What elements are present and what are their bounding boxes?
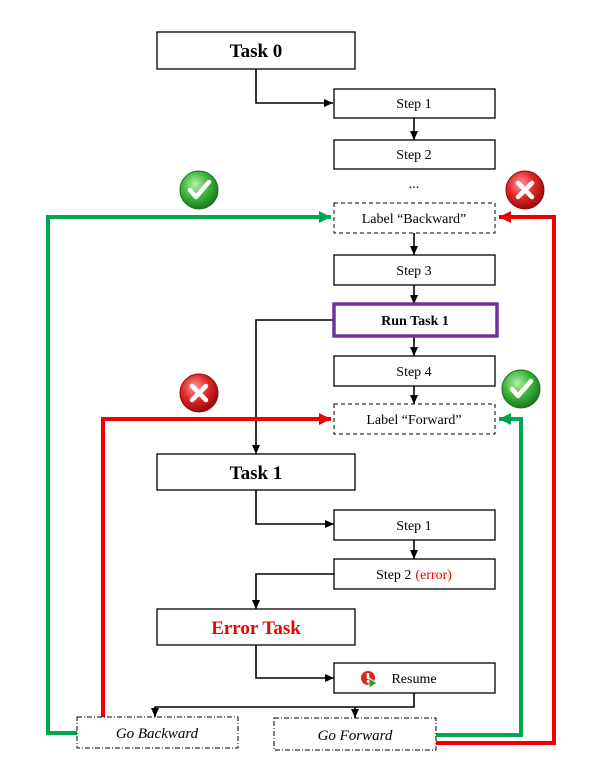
task1-step1-box: Step 1 xyxy=(333,509,496,541)
task1-step2-text: Step 2 xyxy=(376,568,411,583)
go-forward-success-line xyxy=(436,413,523,737)
task1-step1-label: Step 1 xyxy=(396,519,431,534)
task1-box: Task 1 xyxy=(156,453,356,491)
cross-icon xyxy=(179,373,219,413)
go-forward-label: Go Forward xyxy=(318,728,393,744)
go-forward-failure-line xyxy=(436,211,556,745)
cross-icon xyxy=(505,170,545,210)
label-backward-text: Label “Backward” xyxy=(362,212,467,227)
error-task-title: Error Task xyxy=(211,618,301,639)
run-task1-box: Run Task 1 xyxy=(332,302,499,338)
black-connectors xyxy=(151,69,418,718)
go-forward-box: Go Forward xyxy=(273,717,437,751)
task1-step2-error: (error) xyxy=(415,568,452,583)
go-backward-box: Go Backward xyxy=(76,716,239,749)
go-backward-label: Go Backward xyxy=(116,726,199,742)
task0-step3-box: Step 3 xyxy=(333,254,496,286)
go-backward-success-line xyxy=(46,211,331,735)
resume-label: Resume xyxy=(391,672,436,687)
label-forward-text: Label “Forward” xyxy=(366,413,461,428)
task0-step4-box: Step 4 xyxy=(333,355,496,387)
check-icon xyxy=(501,369,541,409)
task0-step3-label: Step 3 xyxy=(396,264,431,279)
task0-ellipsis: ... xyxy=(409,177,420,192)
task0-step2-label: Step 2 xyxy=(396,148,431,163)
success-failure-connectors xyxy=(46,211,556,745)
task0-step1-box: Step 1 xyxy=(333,88,496,119)
check-icon xyxy=(179,170,219,210)
go-backward-failure-line xyxy=(101,413,331,717)
label-forward-box: Label “Forward” xyxy=(333,403,496,435)
task0-step4-label: Step 4 xyxy=(396,365,431,380)
task0-step1-label: Step 1 xyxy=(396,97,431,112)
task1-title: Task 1 xyxy=(230,463,283,484)
task1-step2-box: Step 2 (error) xyxy=(333,558,496,590)
task0-title: Task 0 xyxy=(230,41,283,62)
resume-box: Resume xyxy=(333,662,496,694)
task1-step2-label: Step 2 (error) xyxy=(376,568,452,583)
task0-box: Task 0 xyxy=(156,31,356,70)
resume-icon xyxy=(361,671,378,689)
error-task-box: Error Task xyxy=(156,608,356,646)
task0-step2-box: Step 2 xyxy=(333,139,496,170)
run-task1-label: Run Task 1 xyxy=(381,314,449,329)
label-backward-box: Label “Backward” xyxy=(333,202,496,234)
